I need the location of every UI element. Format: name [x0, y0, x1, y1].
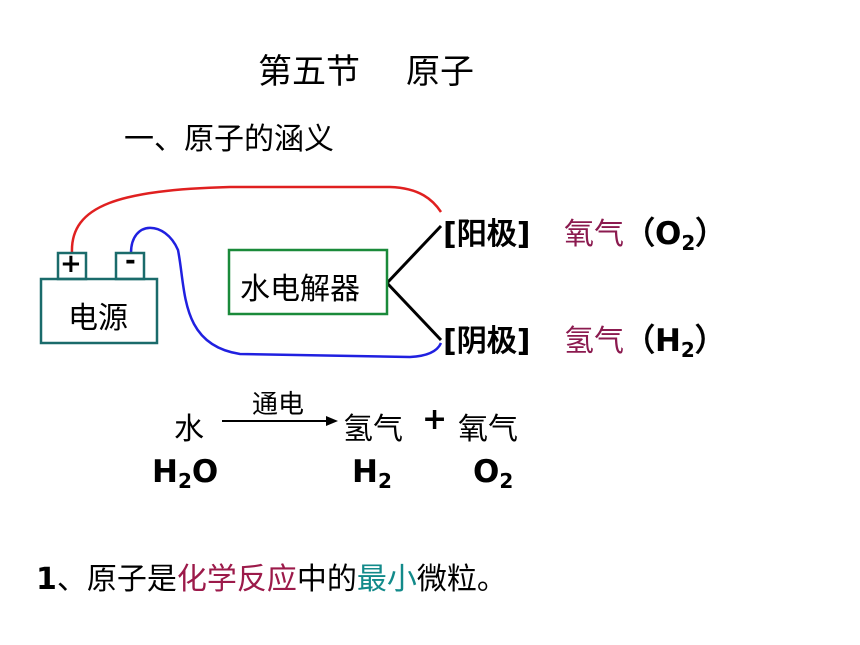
anode-branch — [385, 224, 443, 285]
anode-formula: （O2） — [623, 216, 727, 255]
cathode-branch — [385, 281, 443, 342]
cathode-row: [阴极] 氢气（H2） — [443, 315, 726, 360]
minus-terminal — [114, 251, 146, 281]
minus-sign: - — [125, 246, 136, 276]
product1-formula: H2 — [352, 454, 392, 493]
cathode-label: [阴极] — [443, 324, 531, 359]
reactant-word: 水 — [174, 412, 204, 447]
plus-sign: + — [60, 249, 82, 279]
definition-statement: 1、原子是化学反应中的最小微粒。 — [36, 562, 507, 597]
negative-wire — [129, 226, 443, 359]
power-source-box — [39, 277, 159, 345]
electrolyzer-label: 水电解器 — [240, 272, 360, 307]
product2-word: 氧气 — [458, 412, 518, 447]
title-topic: 原子 — [406, 52, 474, 92]
positive-wire — [70, 185, 443, 254]
reaction-condition: 通电 — [252, 390, 305, 420]
title-section: 第五节 — [258, 52, 360, 92]
power-source-label: 电源 — [68, 301, 128, 336]
statement-number: 1 — [36, 562, 57, 597]
slide-title: 第五节 原子 — [258, 44, 474, 93]
anode-gas: 氧气 — [563, 217, 624, 252]
cathode-formula: （H2） — [623, 323, 726, 362]
reaction-arrowhead — [326, 416, 338, 426]
plus-operator: + — [422, 402, 448, 437]
reactant-formula: H2O — [152, 454, 219, 493]
anode-label: [阳极] — [443, 217, 531, 252]
cathode-gas: 氢气 — [563, 324, 624, 359]
section-heading: 一、原子的涵义 — [124, 122, 334, 157]
product2-formula: O2 — [473, 454, 514, 493]
highlight-smallest: 最小 — [356, 562, 417, 597]
product1-word: 氢气 — [343, 412, 403, 447]
highlight-chemical-reaction: 化学反应 — [176, 562, 297, 597]
anode-row: [阳极] 氧气（O2） — [443, 208, 726, 253]
electrolyzer-box — [227, 248, 389, 316]
plus-terminal — [56, 251, 88, 281]
